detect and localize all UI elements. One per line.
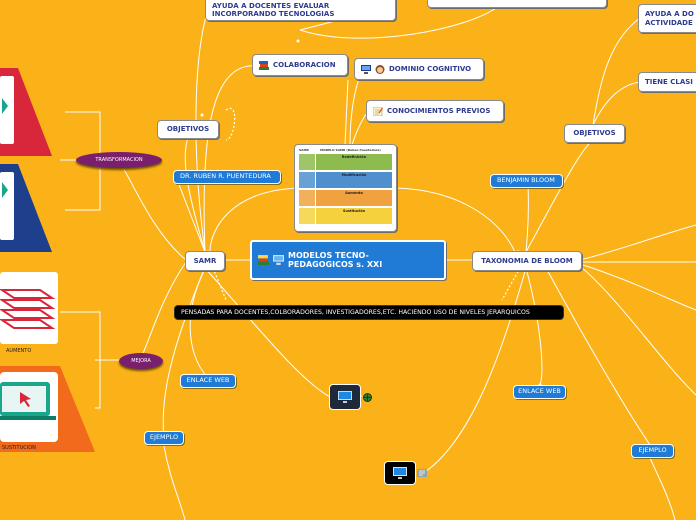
node-samr[interactable]: SAMR — [185, 251, 225, 271]
weblink-node-right[interactable] — [384, 461, 416, 485]
monitor-icon — [338, 391, 352, 403]
samr-level-label: Sustitución — [316, 208, 392, 225]
node-conocimientos-previos[interactable]: CONOCIMIENTOS PREVIOS — [366, 100, 504, 122]
samr-row: Modificación — [299, 172, 392, 189]
transformation-triangle-navy — [0, 164, 52, 252]
central-topic[interactable]: MODELOS TECNO- PEDAGOGICOS s. XXI — [250, 240, 446, 280]
node-ayuda-right[interactable]: AYUDA A DO ACTIVIDADE — [638, 4, 696, 33]
node-ejemplo-left[interactable]: EJEMPLO — [144, 431, 184, 445]
samr-model-image[interactable]: SAMR MODELO SAMR (Ruben Puentedura) Rede… — [294, 144, 397, 232]
notepad-icon — [373, 106, 383, 116]
node-enlace-web-right[interactable]: ENLACE WEB — [513, 385, 566, 399]
node-dominio-cognitivo[interactable]: DOMINIO COGNITIVO — [354, 58, 484, 80]
node-top-right-partial[interactable] — [427, 0, 607, 8]
augmentation-illustration — [0, 272, 58, 344]
weblink-node-left[interactable] — [329, 384, 361, 410]
node-objetivos-right[interactable]: OBJETIVOS — [564, 124, 625, 143]
node-taxonomia-bloom[interactable]: TAXONOMIA DE BLOOM — [472, 251, 582, 271]
node-objetivos-left[interactable]: OBJETIVOS — [157, 120, 219, 139]
pill-mejora[interactable]: MEJORA — [119, 353, 163, 369]
books-icon — [258, 255, 269, 265]
samr-row: Redefinición — [299, 154, 392, 171]
caption-sustitucion: SUSTITUCION — [2, 445, 36, 451]
substitution-illustration — [0, 366, 95, 452]
node-ayuda-docentes[interactable]: AYUDA A DOCENTES EVALUAR INCORPORANDO TE… — [205, 0, 396, 21]
monitor-icon — [393, 467, 407, 479]
pill-transformacion[interactable]: TRANSFORMACION — [76, 152, 162, 168]
node-tiene-clasificacion[interactable]: TIENE CLASI — [638, 72, 696, 92]
node-ejemplo-right[interactable]: EJEMPLO — [631, 444, 674, 458]
caption-aumento: AUMENTO — [6, 348, 32, 354]
node-pensadas-para-docentes[interactable]: PENSADAS PARA DOCENTES,COLBORADORES, INV… — [174, 305, 564, 320]
samr-row: Sustitución — [299, 208, 392, 225]
computer-icon — [273, 255, 284, 265]
computer-icon — [361, 64, 371, 74]
samr-row: Aumento — [299, 190, 392, 207]
books-icon — [259, 60, 269, 70]
node-autor-puentedura[interactable]: DR. RUBEN R. PUENTEDURA — [173, 170, 281, 184]
node-colaboracion[interactable]: COLABORACION — [252, 54, 348, 76]
transformation-triangle-red — [0, 68, 52, 156]
person-icon — [375, 64, 385, 74]
node-enlace-web-left[interactable]: ENLACE WEB — [180, 374, 236, 388]
link-icon[interactable] — [417, 469, 427, 477]
samr-level-label: Aumento — [316, 190, 392, 207]
globe-icon[interactable] — [363, 393, 372, 402]
node-autor-bloom[interactable]: BENJAMIN BLOOM — [490, 174, 563, 188]
samr-level-label: Modificación — [316, 172, 392, 189]
samr-level-label: Redefinición — [316, 154, 392, 171]
